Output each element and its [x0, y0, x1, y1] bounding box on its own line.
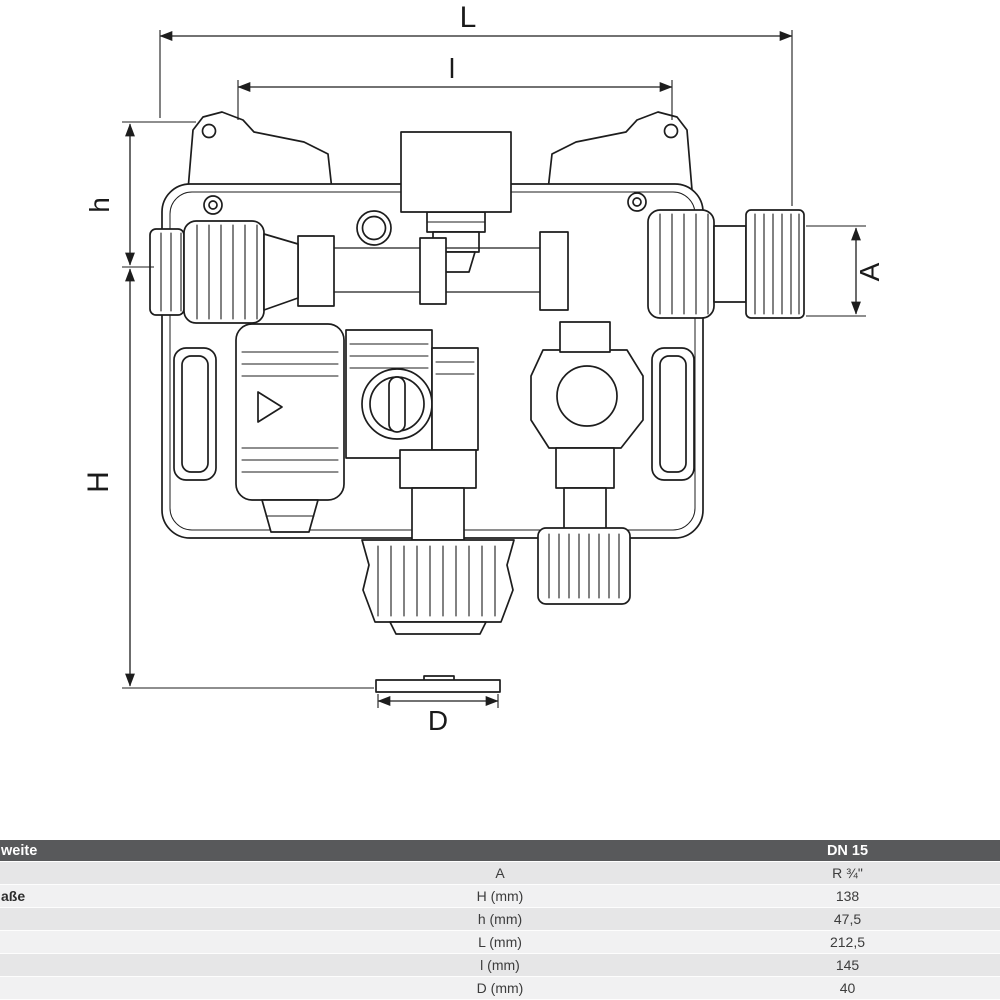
left-port-taper — [263, 233, 299, 311]
bottom-union-nut-ribs — [377, 545, 496, 617]
dimension-D — [377, 694, 499, 708]
dimension-L — [159, 30, 793, 206]
right-wing-hole — [663, 123, 679, 139]
row-value: R ¾" — [832, 865, 863, 881]
screw-boss-right-inner — [632, 197, 642, 207]
table-row: aße H (mm) 138 — [0, 885, 1000, 908]
left-mounting-wing — [187, 111, 333, 191]
coupling-right — [539, 231, 569, 311]
table-row: h (mm) 47,5 — [0, 908, 1000, 931]
dim-label-L: L — [460, 1, 477, 34]
left-union-nut-ribs — [196, 224, 258, 320]
flow-direction-triangle — [257, 391, 283, 423]
spec-table: weite DN 15 A R ¾" aße H (mm) 138 h (mm)… — [0, 840, 1000, 1000]
left-wing-hole — [201, 123, 217, 139]
ball-valve-ball — [556, 365, 618, 427]
filter-unit — [235, 323, 345, 501]
table-row: D (mm) 40 — [0, 977, 1000, 1000]
flange-plate — [375, 679, 501, 693]
mid-valve-lines — [435, 361, 475, 375]
technical-drawing: L l h H A D — [82, 1, 885, 736]
ball-valve-stem — [563, 487, 607, 531]
row-value: 40 — [839, 980, 856, 996]
valve-dimension-drawing: L l h H A D — [82, 1, 885, 736]
dimension-A — [806, 225, 866, 317]
row-value: 145 — [835, 957, 860, 973]
right-thread-fitting — [745, 209, 805, 319]
left-slot-inner — [181, 355, 209, 473]
dim-label-l: l — [449, 53, 455, 84]
outlet-hex — [399, 449, 477, 489]
dim-label-H: H — [82, 471, 115, 493]
row-value: 47,5 — [833, 911, 862, 927]
dimension-H — [122, 268, 374, 689]
row-param: D (mm) — [476, 980, 524, 996]
table-header-row: weite DN 15 — [0, 840, 1000, 862]
table-header-label: weite — [1, 842, 38, 859]
valve-body-group — [149, 111, 805, 693]
row-value: 212,5 — [829, 934, 866, 950]
right-mounting-wing — [547, 111, 693, 191]
coupling-mid — [419, 237, 447, 305]
mid-valve — [431, 347, 479, 451]
right-pipe — [713, 225, 747, 303]
row-group-label: aße — [1, 888, 26, 904]
left-end-cap-ribs — [160, 232, 182, 312]
bottom-union-nut — [361, 539, 515, 623]
filter-ribs — [241, 351, 339, 473]
channel-lines — [333, 247, 541, 293]
bottom-union-nut-lip — [389, 621, 487, 635]
row-param: L (mm) — [478, 934, 522, 950]
coupling-left — [297, 235, 335, 307]
dim-label-D: D — [428, 705, 448, 736]
table-row: L (mm) 212,5 — [0, 931, 1000, 954]
row-param: h (mm) — [477, 911, 523, 927]
right-union-nut — [647, 209, 715, 319]
row-value: 138 — [835, 888, 860, 904]
screw-boss-left-inner — [208, 200, 218, 210]
regulator-slot — [388, 376, 406, 433]
dim-label-h: h — [84, 197, 115, 213]
regulator-ribs — [349, 343, 429, 369]
outlet-neck — [411, 487, 465, 541]
table-header-value: DN 15 — [826, 842, 869, 859]
dimension-labels-group: L l h H A D — [82, 1, 885, 736]
table-row: A R ¾" — [0, 862, 1000, 885]
right-slot-inner — [659, 355, 687, 473]
ball-valve-bottom-block — [555, 447, 615, 489]
left-union-nut — [183, 220, 265, 324]
row-param: A — [495, 865, 505, 881]
ball-valve-top-connector — [559, 321, 611, 353]
left-end-cap — [149, 228, 185, 316]
dimension-h — [122, 121, 196, 268]
row-param: H (mm) — [476, 888, 524, 904]
table-row: l (mm) 145 — [0, 954, 1000, 977]
ball-valve-cap-ribs — [548, 533, 620, 599]
ball-valve-knurled-cap — [537, 527, 631, 605]
dimension-lines-group — [122, 30, 866, 708]
right-union-nut-ribs — [659, 213, 709, 315]
row-param: l (mm) — [480, 957, 520, 973]
sight-glass-inner — [361, 215, 387, 241]
dimension-l — [237, 80, 673, 120]
meter-box — [400, 131, 512, 213]
dim-label-A: A — [854, 262, 885, 281]
right-thread-lines — [754, 213, 800, 315]
